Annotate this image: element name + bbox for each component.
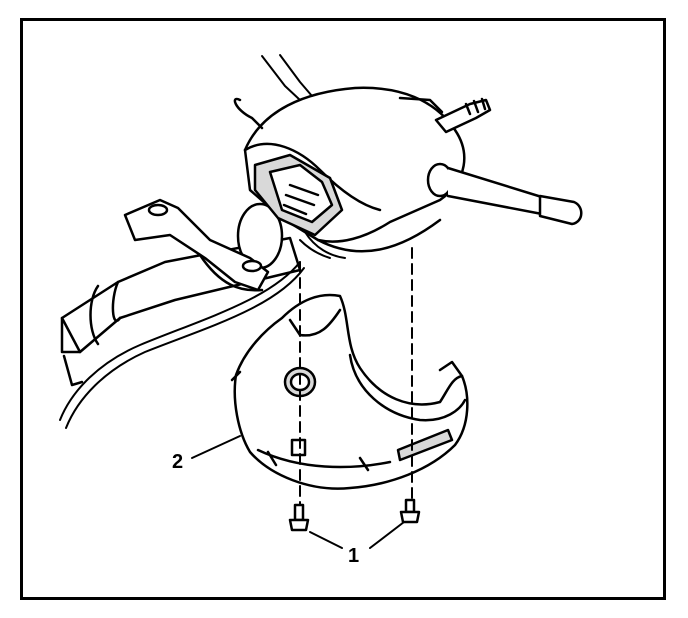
callout-fastener: 1 bbox=[348, 545, 360, 567]
alignment-lines bbox=[299, 247, 413, 506]
lower-shroud-drawing bbox=[230, 293, 469, 490]
callout-lower-shroud: 2 bbox=[172, 451, 184, 473]
mounting-bracket bbox=[123, 198, 270, 292]
wiring-harness bbox=[59, 231, 346, 429]
upper-shroud bbox=[233, 54, 583, 253]
leader-lines bbox=[191, 435, 405, 549]
fastener-screws bbox=[288, 498, 421, 532]
